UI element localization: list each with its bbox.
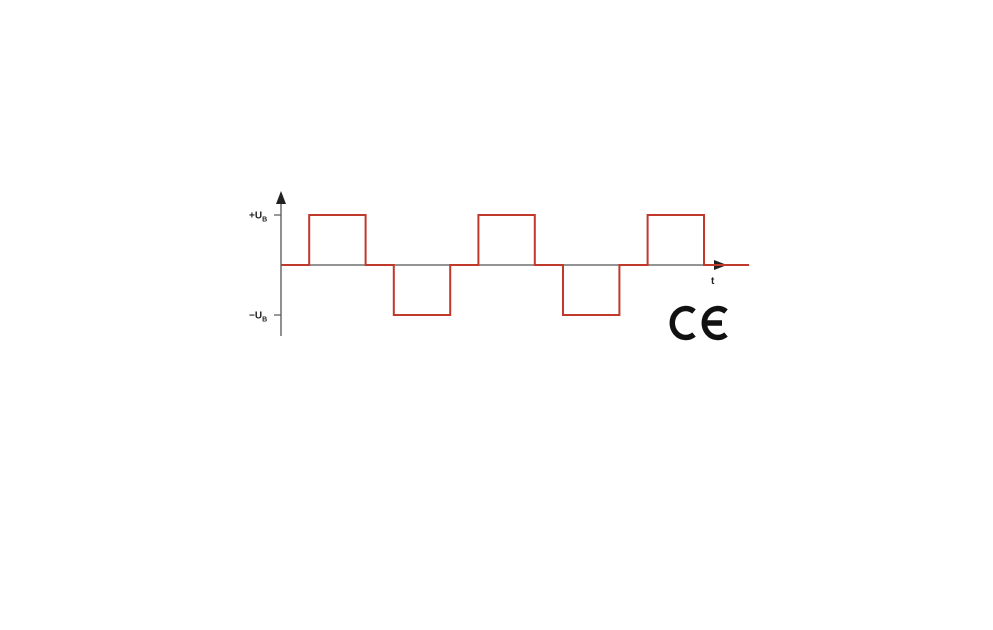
chart-axes: t [276, 191, 727, 336]
ce-letter-e [701, 305, 728, 341]
y-tick-label: +UB [249, 211, 267, 224]
ce-letter-c [669, 305, 696, 341]
y-tick-label-main: +U [249, 211, 262, 222]
series-line [281, 214, 750, 316]
x-axis-label: t [711, 276, 715, 287]
y-tick-label-subscript: B [262, 217, 267, 224]
y-tick-label-subscript: B [262, 317, 267, 324]
ce-mark [669, 305, 728, 341]
y-axis-arrow [276, 191, 286, 204]
y-ticks: +UB−UB [249, 211, 281, 324]
y-tick-label: −UB [249, 311, 267, 324]
series-layer [281, 214, 750, 316]
y-tick-label-main: −U [249, 311, 262, 322]
